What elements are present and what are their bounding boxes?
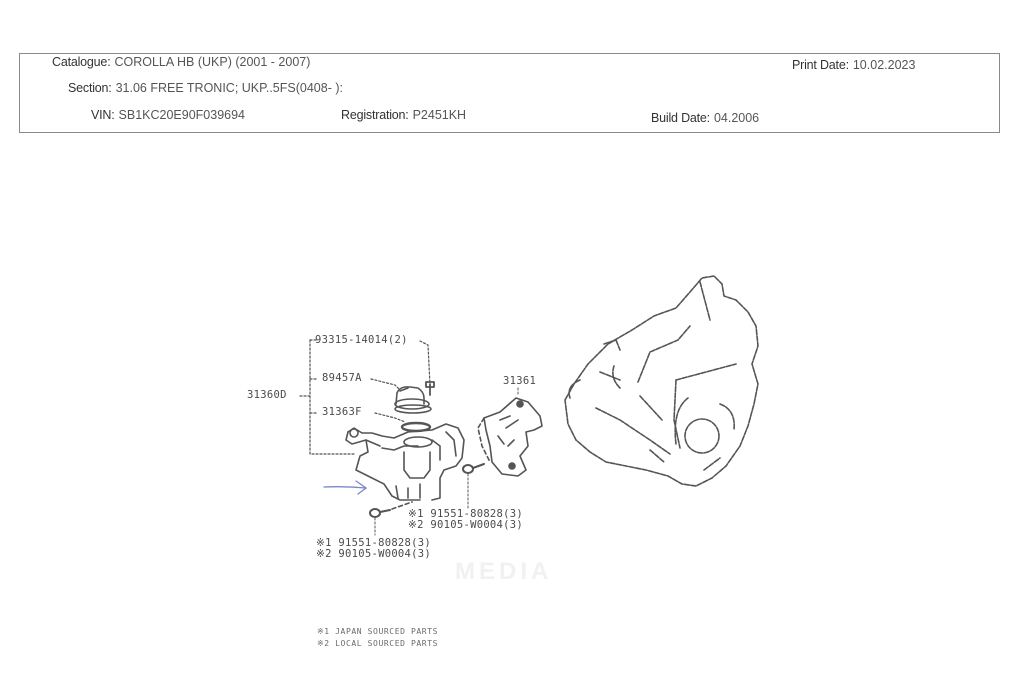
reservoir-cap-part (394, 386, 432, 414)
master-cylinder-part (345, 423, 465, 501)
legend-item-japan: ※1 JAPAN SOURCED PARTS (317, 627, 439, 636)
legend-item-local: ※2 LOCAL SOURCED PARTS (317, 639, 439, 648)
catalogue-field: Catalogue:COROLLA HB (UKP) (2001 - 2007) (52, 55, 310, 69)
catalogue-value: COROLLA HB (UKP) (2001 - 2007) (114, 55, 311, 69)
registration-field: Registration:P2451KH (341, 108, 466, 122)
handwritten-arrow-icon (323, 480, 368, 495)
callout-left-bolt-local: ※2 90105-W0004(3) (316, 548, 432, 560)
print-date-label: Print Date: (792, 58, 849, 72)
watermark: MEDIA (455, 558, 553, 585)
legend: ※1 JAPAN SOURCED PARTS ※2 LOCAL SOURCED … (317, 626, 438, 650)
right-bolt-part (462, 463, 485, 509)
vin-value: SB1KC20E90F039694 (118, 108, 245, 122)
print-date-value: 10.02.2023 (852, 58, 916, 72)
left-bolt-part (369, 501, 413, 536)
mounting-bracket-part (477, 387, 543, 477)
callout-right-bolt-japan: ※1 91551-80828(3) (408, 508, 524, 520)
callout-right-bolt-local: ※2 90105-W0004(3) (408, 519, 524, 531)
vin-field: VIN:SB1KC20E90F039694 (91, 108, 245, 122)
callout-89457a: 89457A (322, 372, 362, 384)
registration-value: P2451KH (412, 108, 467, 122)
callout-31360d: 31360D (247, 389, 287, 401)
transmission-case-part (564, 275, 759, 487)
callout-31363f: 31363F (322, 406, 362, 418)
catalogue-header (19, 53, 1000, 133)
assembly-bracket-lines (299, 339, 431, 455)
build-date-value: 04.2006 (713, 111, 760, 125)
build-date-label: Build Date: (651, 111, 710, 125)
registration-label: Registration: (341, 108, 409, 122)
section-label: Section: (68, 81, 112, 95)
section-value: 31.06 FREE TRONIC; UKP..5FS(0408- ): (115, 81, 343, 95)
print-date-field: Print Date:10.02.2023 (792, 58, 915, 72)
section-field: Section:31.06 FREE TRONIC; UKP..5FS(0408… (68, 81, 343, 95)
callout-31361: 31361 (503, 375, 537, 387)
vin-label: VIN: (91, 108, 115, 122)
callout-93315-14014: 93315-14014(2) (315, 334, 408, 346)
callout-left-bolt-japan: ※1 91551-80828(3) (316, 537, 432, 549)
build-date-field: Build Date:04.2006 (651, 111, 759, 125)
bolt-part (425, 381, 435, 396)
catalogue-label: Catalogue: (52, 55, 111, 69)
